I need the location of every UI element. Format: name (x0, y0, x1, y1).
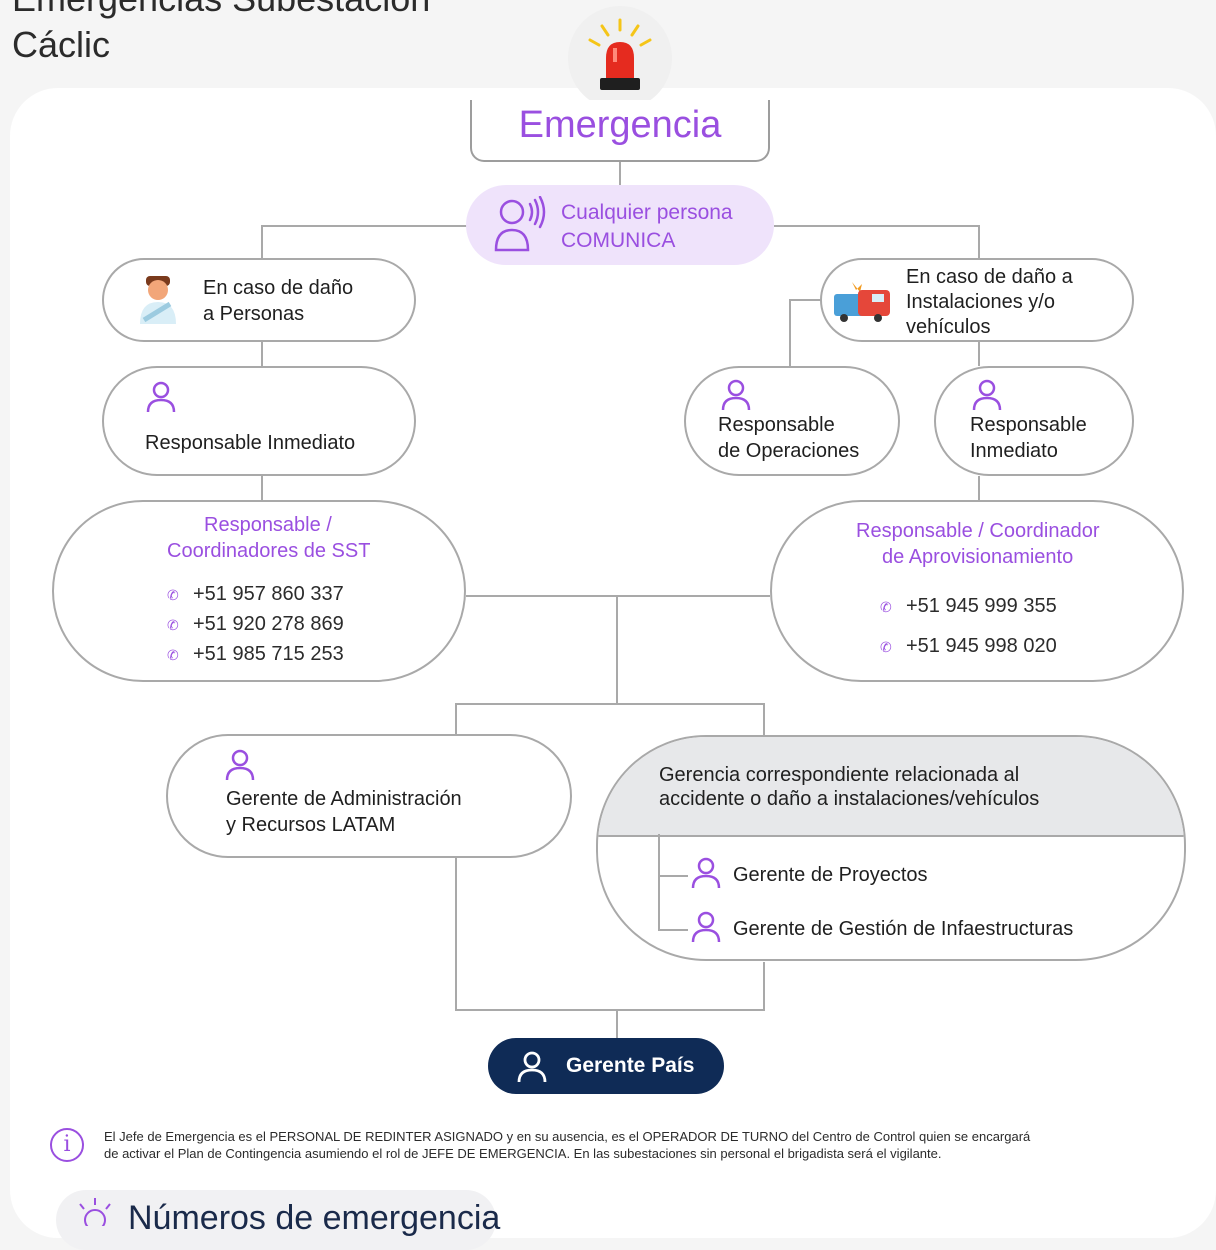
provisioning-phone-1: ✆+51 945 999 355 (880, 593, 1057, 620)
person-icon (691, 857, 721, 889)
management-tree-lines (658, 834, 688, 931)
country-manager-label: Gerente País (566, 1054, 695, 1077)
responsible-immediate-right-node (934, 366, 1134, 476)
case-persons-node (102, 258, 416, 342)
page-title: Emergencias SubestaciónCáclic (12, 0, 430, 65)
admin-manager-line2: y Recursos LATAM (226, 814, 396, 836)
person-icon (721, 379, 751, 411)
phone-icon: ✆ (167, 587, 179, 603)
phone-icon: ✆ (167, 647, 179, 663)
project-manager-label: Gerente de Proyectos (733, 864, 928, 886)
sun-icon (79, 1198, 111, 1226)
responsible-operations-line2: de Operaciones (718, 440, 860, 462)
case-installations-line1: En caso de daño a (906, 266, 1073, 288)
emergency-numbers-title: Números de emergencia (128, 1199, 501, 1237)
connector-lines (261, 162, 980, 1038)
sst-phone-3: ✆+51 985 715 253 (167, 641, 344, 668)
communicate-line2: COMUNICA (561, 229, 676, 252)
responsible-operations-node (684, 366, 900, 476)
siren-badge (568, 6, 672, 110)
case-installations-line2: Instalaciones y/o (906, 291, 1055, 313)
case-installations-line3: vehículos (906, 316, 991, 338)
related-management-title-line1: Gerencia correspondiente relacionada al (659, 764, 1020, 786)
sst-title-line1: Responsable / (204, 514, 332, 536)
related-management-title-line2: accidente o daño a instalaciones/vehícul… (659, 788, 1040, 810)
person-alert-icon (494, 196, 546, 252)
responsible-immediate-left-label: Responsable Inmediato (145, 432, 356, 454)
related-management-node (596, 735, 1186, 961)
case-persons-line1: En caso de daño (203, 277, 354, 299)
responsible-operations-line1: Responsable (718, 414, 835, 436)
sst-phone-2: ✆+51 920 278 869 (167, 611, 344, 638)
info-icon: i (50, 1128, 84, 1162)
person-icon (146, 381, 176, 413)
damaged-vehicle-icon (834, 282, 890, 322)
injured-person-icon (140, 276, 176, 324)
responsible-immediate-left-node (102, 366, 416, 476)
responsible-immediate-right-line1: Responsable (970, 414, 1087, 436)
phone-icon: ✆ (167, 617, 179, 633)
phone-icon: ✆ (880, 639, 892, 655)
provisioning-title-line1: Responsable / Coordinador (856, 520, 1100, 542)
person-icon (691, 911, 721, 943)
sst-title-line2: Coordinadores de SST (167, 540, 371, 562)
provisioning-title-line2: de Aprovisionamiento (882, 546, 1074, 568)
communicate-pill (466, 185, 774, 265)
siren-icon (588, 18, 652, 90)
sst-coordinators-node (52, 500, 466, 682)
emergency-box (470, 100, 770, 162)
responsible-immediate-right-line2: Inmediato (970, 440, 1058, 462)
admin-manager-line1: Gerente de Administración (226, 788, 462, 810)
related-management-header (598, 737, 1184, 837)
provisioning-phone-2: ✆+51 945 998 020 (880, 633, 1057, 660)
provisioning-coordinator-node (770, 500, 1184, 682)
person-icon (225, 749, 255, 781)
communicate-line1: Cualquier persona (561, 201, 733, 224)
sst-phone-1: ✆+51 957 860 337 (167, 581, 344, 608)
footnote: El Jefe de Emergencia es el PERSONAL DE … (104, 1129, 1031, 1161)
infrastructure-manager-label: Gerente de Gestión de Infaestructuras (733, 918, 1074, 940)
phone-icon: ✆ (880, 599, 892, 615)
emergency-title: Emergencia (518, 104, 722, 146)
person-icon (972, 379, 1002, 411)
person-icon (517, 1051, 547, 1083)
case-persons-line2: a Personas (203, 303, 305, 325)
